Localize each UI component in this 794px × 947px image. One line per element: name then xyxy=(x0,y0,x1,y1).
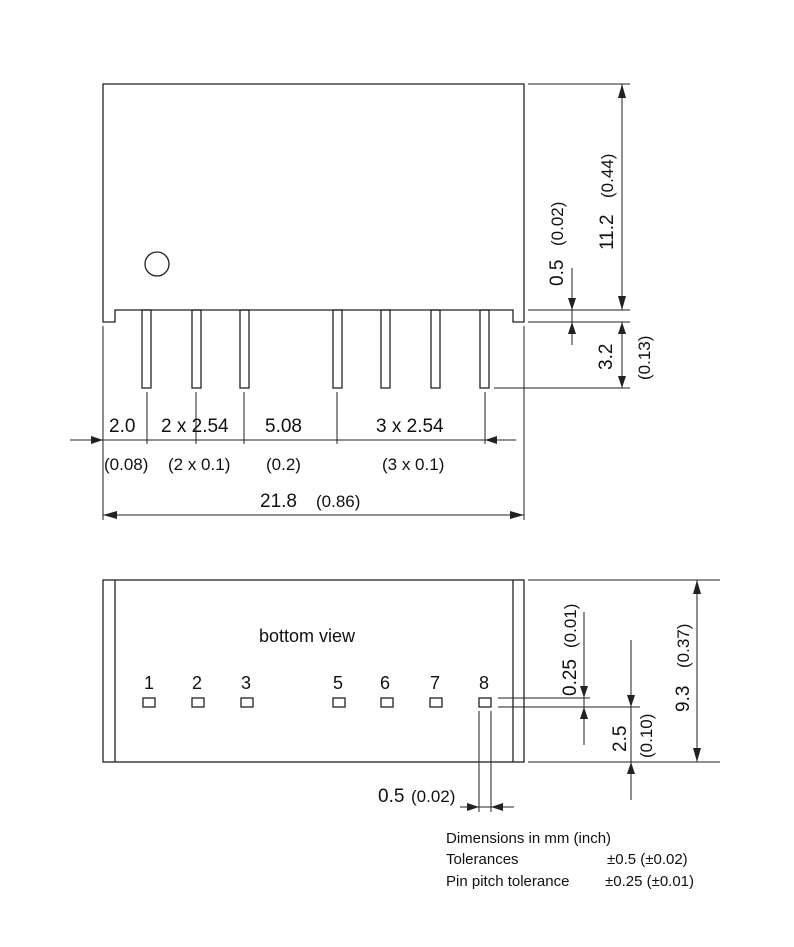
side-pin-7 xyxy=(430,309,441,389)
bottom-body-outline xyxy=(102,579,525,763)
arrow-head xyxy=(580,686,588,698)
bottom-pin-8 xyxy=(478,697,492,708)
side-pin-1 xyxy=(141,309,152,389)
first-pin-offset-label: 2.0 xyxy=(109,416,135,437)
height-label: 11.2 xyxy=(597,214,618,250)
pin-number-6: 6 xyxy=(380,673,390,693)
pitch-group-2-label: 3 x 2.54 xyxy=(376,416,444,437)
pin-number-7: 7 xyxy=(430,673,440,693)
notes-pitch-label: Pin pitch tolerance xyxy=(446,873,569,890)
pin-offset-inch-label: (0.01) xyxy=(561,604,580,648)
arrow-head xyxy=(485,436,497,444)
arrow-head xyxy=(103,511,117,519)
arrow-head xyxy=(627,762,635,774)
arrow-head xyxy=(568,322,576,334)
pin-width-label: 0.5 xyxy=(378,786,404,807)
side-pin-5 xyxy=(332,309,343,389)
pitch-group-2-inch-label: (3 x 0.1) xyxy=(382,455,444,474)
pin-length-inch-label: (0.13) xyxy=(635,336,654,380)
gap-label: 5.08 xyxy=(265,416,302,437)
side-pin-8 xyxy=(479,309,490,389)
arrow-head xyxy=(693,580,701,594)
depth-label: 9.3 xyxy=(673,686,694,712)
arrow-head xyxy=(693,748,701,762)
pin-number-8: 8 xyxy=(479,673,489,693)
side-pins xyxy=(141,309,490,389)
row-offset-label: 2.5 xyxy=(610,726,631,752)
notes: Dimensions in mm (inch) Tolerances ±0.5 … xyxy=(446,830,694,890)
pitch-group-1-label: 2 x 2.54 xyxy=(161,416,229,437)
side-pin-6 xyxy=(380,309,391,389)
notes-tolerances-label: Tolerances xyxy=(446,851,519,868)
pin-number-1: 1 xyxy=(144,673,154,693)
bottom-pins xyxy=(142,697,492,708)
bottom-pin-1 xyxy=(142,697,156,708)
side-extension-lines xyxy=(102,83,630,520)
arrow-head xyxy=(510,511,524,519)
pin-number-2: 2 xyxy=(192,673,202,693)
arrow-head xyxy=(467,803,479,811)
arrow-head xyxy=(91,436,103,444)
notes-tolerances-value: ±0.5 (±0.02) xyxy=(607,851,688,868)
notes-units: Dimensions in mm (inch) xyxy=(446,830,611,847)
arrow-head xyxy=(618,84,626,98)
pin1-marker-circle xyxy=(144,251,170,277)
side-pin-2 xyxy=(191,309,202,389)
arrow-head xyxy=(568,298,576,310)
bottom-pin-2 xyxy=(191,697,205,708)
bottom-view-title: bottom view xyxy=(259,626,356,646)
pin-number-3: 3 xyxy=(241,673,251,693)
standoff-label: 0.5 xyxy=(547,260,568,286)
pin-width-inch-label: (0.02) xyxy=(411,787,455,806)
side-pin-3 xyxy=(239,309,250,389)
depth-inch-label: (0.37) xyxy=(674,624,693,668)
width-label: 21.8 xyxy=(260,491,297,512)
pin-offset-label: 0.25 xyxy=(560,659,581,696)
arrow-head xyxy=(491,803,503,811)
side-view: 2.0 2 x 2.54 5.08 3 x 2.54 (0.08) (2 x 0… xyxy=(70,83,654,520)
height-inch-label: (0.44) xyxy=(598,154,617,198)
module-body-outline xyxy=(102,83,525,323)
bottom-pin-6 xyxy=(380,697,394,708)
notes-pitch-value: ±0.25 (±0.01) xyxy=(605,873,694,890)
gap-inch-label: (0.2) xyxy=(266,455,301,474)
pitch-group-1-inch-label: (2 x 0.1) xyxy=(168,455,230,474)
pin-number-5: 5 xyxy=(333,673,343,693)
row-offset-inch-label: (0.10) xyxy=(637,714,656,758)
bottom-pin-5 xyxy=(332,697,346,708)
arrow-head xyxy=(580,707,588,719)
arrow-head xyxy=(618,296,626,310)
width-inch-label: (0.86) xyxy=(316,492,360,511)
bottom-view: bottom view 1 2 3 5 6 7 8 xyxy=(102,579,720,812)
first-pin-offset-inch-label: (0.08) xyxy=(104,455,148,474)
pin-length-label: 3.2 xyxy=(596,344,617,370)
standoff-inch-label: (0.02) xyxy=(548,202,567,246)
arrow-head xyxy=(618,322,626,334)
arrow-head xyxy=(618,376,626,388)
bottom-pin-3 xyxy=(240,697,254,708)
arrow-head xyxy=(627,695,635,707)
bottom-extension-lines xyxy=(478,579,720,812)
bottom-pin-7 xyxy=(429,697,443,708)
